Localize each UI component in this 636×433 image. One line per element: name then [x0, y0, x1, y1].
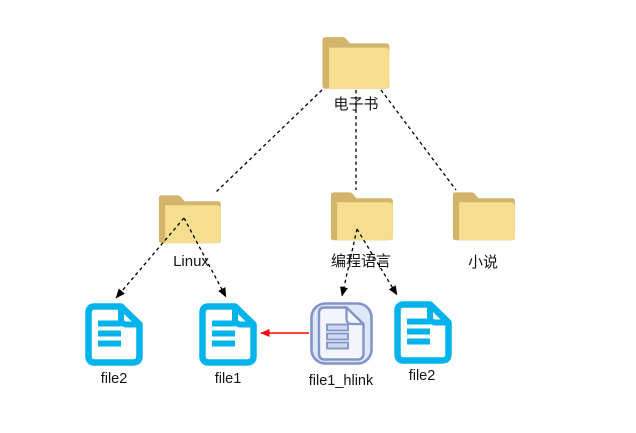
folder-icon	[321, 33, 391, 90]
folder-linux-label: Linux	[173, 253, 209, 270]
edge-ebook-novels	[380, 89, 457, 191]
file-file2-lang-label: file2	[408, 368, 436, 384]
folder-ebook-label: 电子书	[333, 96, 379, 113]
document-icon	[394, 301, 452, 364]
document-icon	[85, 303, 143, 366]
folder-programming-languages-label: 编程语言	[330, 253, 392, 270]
file-file1-hlink-label: file1_hlink	[308, 373, 374, 389]
file-file1-label: file1	[214, 371, 242, 387]
folder-programming-languages[interactable]	[330, 187, 394, 243]
folder-novels-label: 小说	[467, 254, 499, 271]
folder-icon	[330, 187, 394, 243]
folder-icon	[452, 187, 516, 243]
folder-icon	[158, 190, 222, 246]
document-icon	[199, 303, 257, 366]
folder-ebook[interactable]	[321, 33, 391, 90]
file-file1[interactable]	[199, 303, 257, 366]
file-file1-hlink[interactable]	[310, 302, 373, 365]
file-file2-linux[interactable]	[85, 303, 143, 366]
file-file2-lang[interactable]	[394, 301, 452, 364]
document-hardlink-icon	[310, 302, 373, 365]
folder-novels[interactable]	[452, 187, 516, 243]
folder-linux[interactable]	[158, 190, 222, 246]
edge-ebook-linux	[214, 89, 323, 194]
file-file2-linux-label: file2	[100, 371, 128, 387]
